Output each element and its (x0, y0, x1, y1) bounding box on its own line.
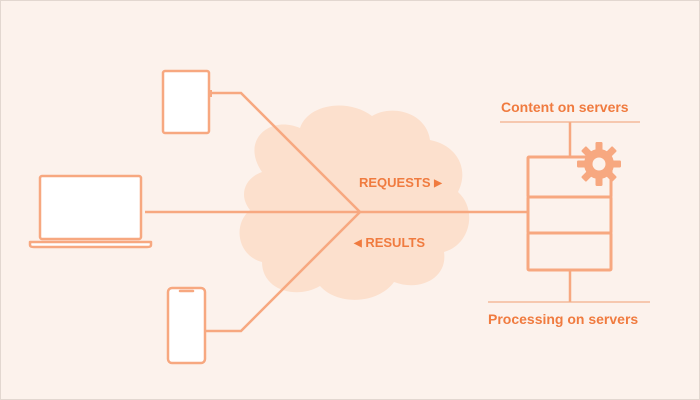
phone-icon (166, 286, 207, 365)
tablet-connection (210, 91, 361, 213)
requests-text: REQUESTS (359, 175, 431, 190)
label-rules (488, 121, 650, 303)
server-unit-middle (526, 195, 613, 235)
requests-label: REQUESTS ▶ (359, 175, 442, 192)
results-label: ◀ RESULTS (354, 235, 425, 252)
tablet-icon (161, 69, 212, 135)
results-text: RESULTS (365, 235, 426, 250)
content-on-servers-label: Content on servers (501, 99, 629, 115)
phone-connection (205, 211, 361, 333)
left-arrow-icon: ◀ (354, 238, 362, 249)
laptop-icon (28, 174, 153, 249)
connection-lines (145, 91, 572, 333)
gear-icon (577, 142, 621, 186)
server-unit-bottom (526, 231, 613, 272)
cloud-shape (239, 105, 470, 300)
right-arrow-icon: ▶ (434, 178, 442, 189)
processing-on-servers-label: Processing on servers (488, 311, 639, 327)
